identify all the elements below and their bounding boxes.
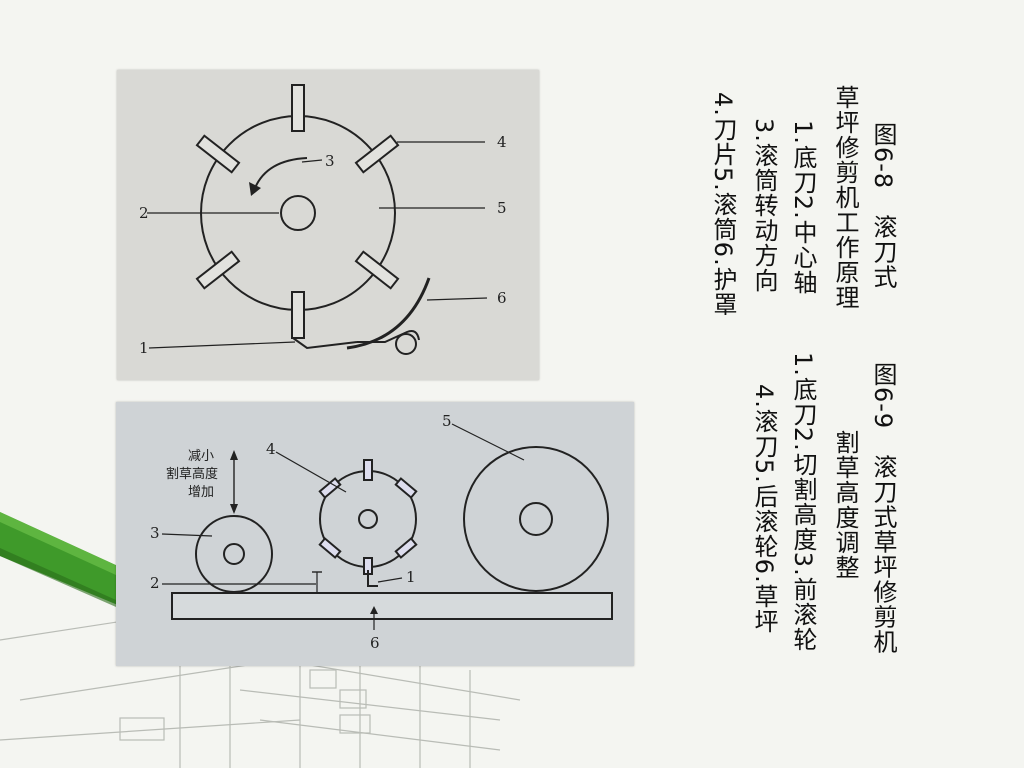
rotation-arrow	[254, 157, 308, 189]
bottom-knife	[292, 337, 358, 350]
blade-lower-right	[354, 250, 400, 290]
guard	[346, 277, 431, 350]
figure-6-8-reel-mower: 1 2 3 4 5 6	[117, 70, 539, 380]
caption-fig8-legend-c: 4.刀片5.滚筒6.护罩	[709, 92, 737, 317]
cutting-height-diagram: 1 2 3 4 5 6 减小 割草高度 增加	[150, 412, 613, 652]
bottom-knife	[367, 570, 378, 587]
label-1: 1	[139, 339, 149, 357]
rear-roller	[463, 446, 609, 592]
note-increase: 增加	[188, 485, 214, 500]
fig1-labels: 1 2 3 4 5 6	[139, 133, 507, 357]
caption-fig8-legend-a: 1.底刀2.中心轴	[789, 120, 817, 295]
label-2: 2	[139, 204, 149, 222]
reel-mower-diagram: 1 2 3 4 5 6	[139, 84, 507, 357]
caption-fig9-subtitle: 割草高度调整	[831, 430, 859, 580]
front-roller	[195, 515, 273, 593]
blade-upper-left	[195, 134, 241, 174]
caption-fig9-legend-b: 4.滚刀5.后滚轮6.草坪	[750, 384, 778, 634]
label-1: 1	[406, 568, 416, 586]
label-6: 6	[497, 289, 507, 307]
label-5: 5	[497, 199, 507, 217]
label-5: 5	[442, 412, 452, 430]
caption-fig8-subtitle: 草坪修剪机工作原理	[831, 85, 859, 310]
label-3: 3	[325, 152, 335, 170]
blade-upper-right	[354, 134, 400, 174]
caption-fig8-legend-b: 3.滚筒转动方向	[750, 118, 778, 293]
note-cutting-height: 割草高度	[166, 466, 218, 482]
label-3: 3	[150, 524, 160, 542]
blade-top	[291, 84, 305, 132]
label-2: 2	[150, 574, 160, 592]
label-6: 6	[370, 634, 380, 652]
blade-bottom	[291, 291, 305, 339]
fig2-labels: 1 2 3 4 5 6 减小 割草高度 增加	[150, 412, 452, 652]
note-decrease: 减小	[188, 449, 214, 464]
caption-fig9-legend-a: 1.底刀2.切割高度3.前滚轮	[789, 352, 817, 652]
label-4: 4	[497, 133, 507, 151]
caption-fig8-title: 图6-8 滚刀式	[869, 122, 897, 290]
lawn-strip	[171, 592, 613, 620]
figure-6-9-cutting-height: 1 2 3 4 5 6 减小 割草高度 增加	[116, 402, 634, 666]
center-shaft	[280, 195, 316, 231]
caption-fig9-title: 图6-9 滚刀式草坪修剪机	[869, 362, 897, 655]
label-4: 4	[266, 440, 276, 458]
blade-lower-left	[195, 250, 241, 290]
